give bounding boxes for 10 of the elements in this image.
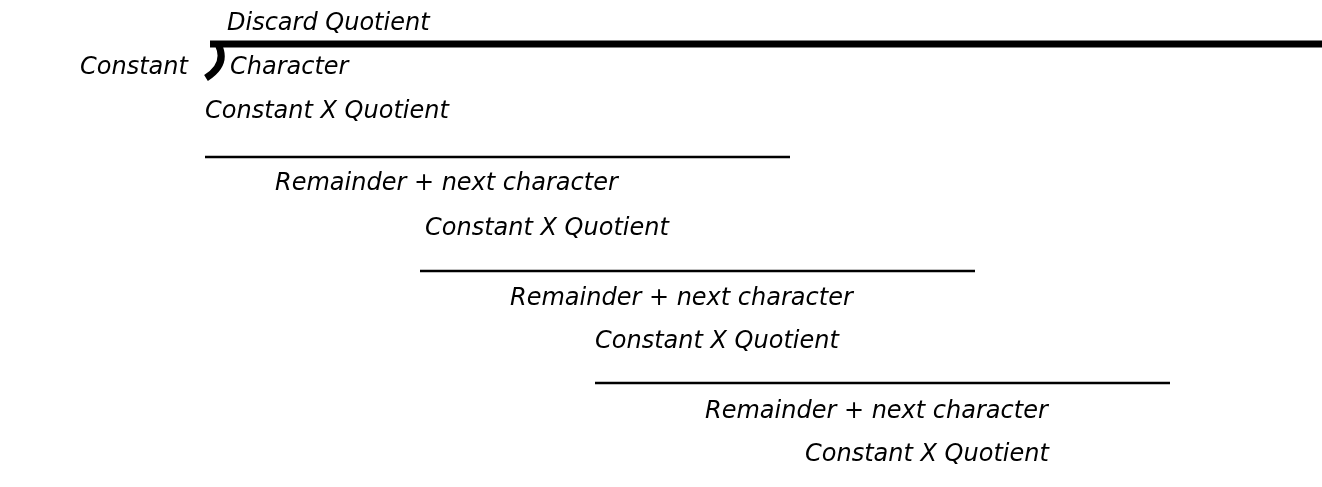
quotient-label: Discard Quotient <box>227 7 430 37</box>
divisor-label: Constant <box>80 51 188 81</box>
dividend-label: Character <box>230 51 349 81</box>
product-label: Constant X Quotient <box>205 95 449 125</box>
remainder-label: Remainder + next character <box>275 167 618 197</box>
product-label: Constant X Quotient <box>805 438 1049 468</box>
product-label: Constant X Quotient <box>595 325 839 355</box>
remainder-label: Remainder + next character <box>705 395 1048 425</box>
remainder-label: Remainder + next character <box>510 282 853 312</box>
product-label: Constant X Quotient <box>425 212 669 242</box>
